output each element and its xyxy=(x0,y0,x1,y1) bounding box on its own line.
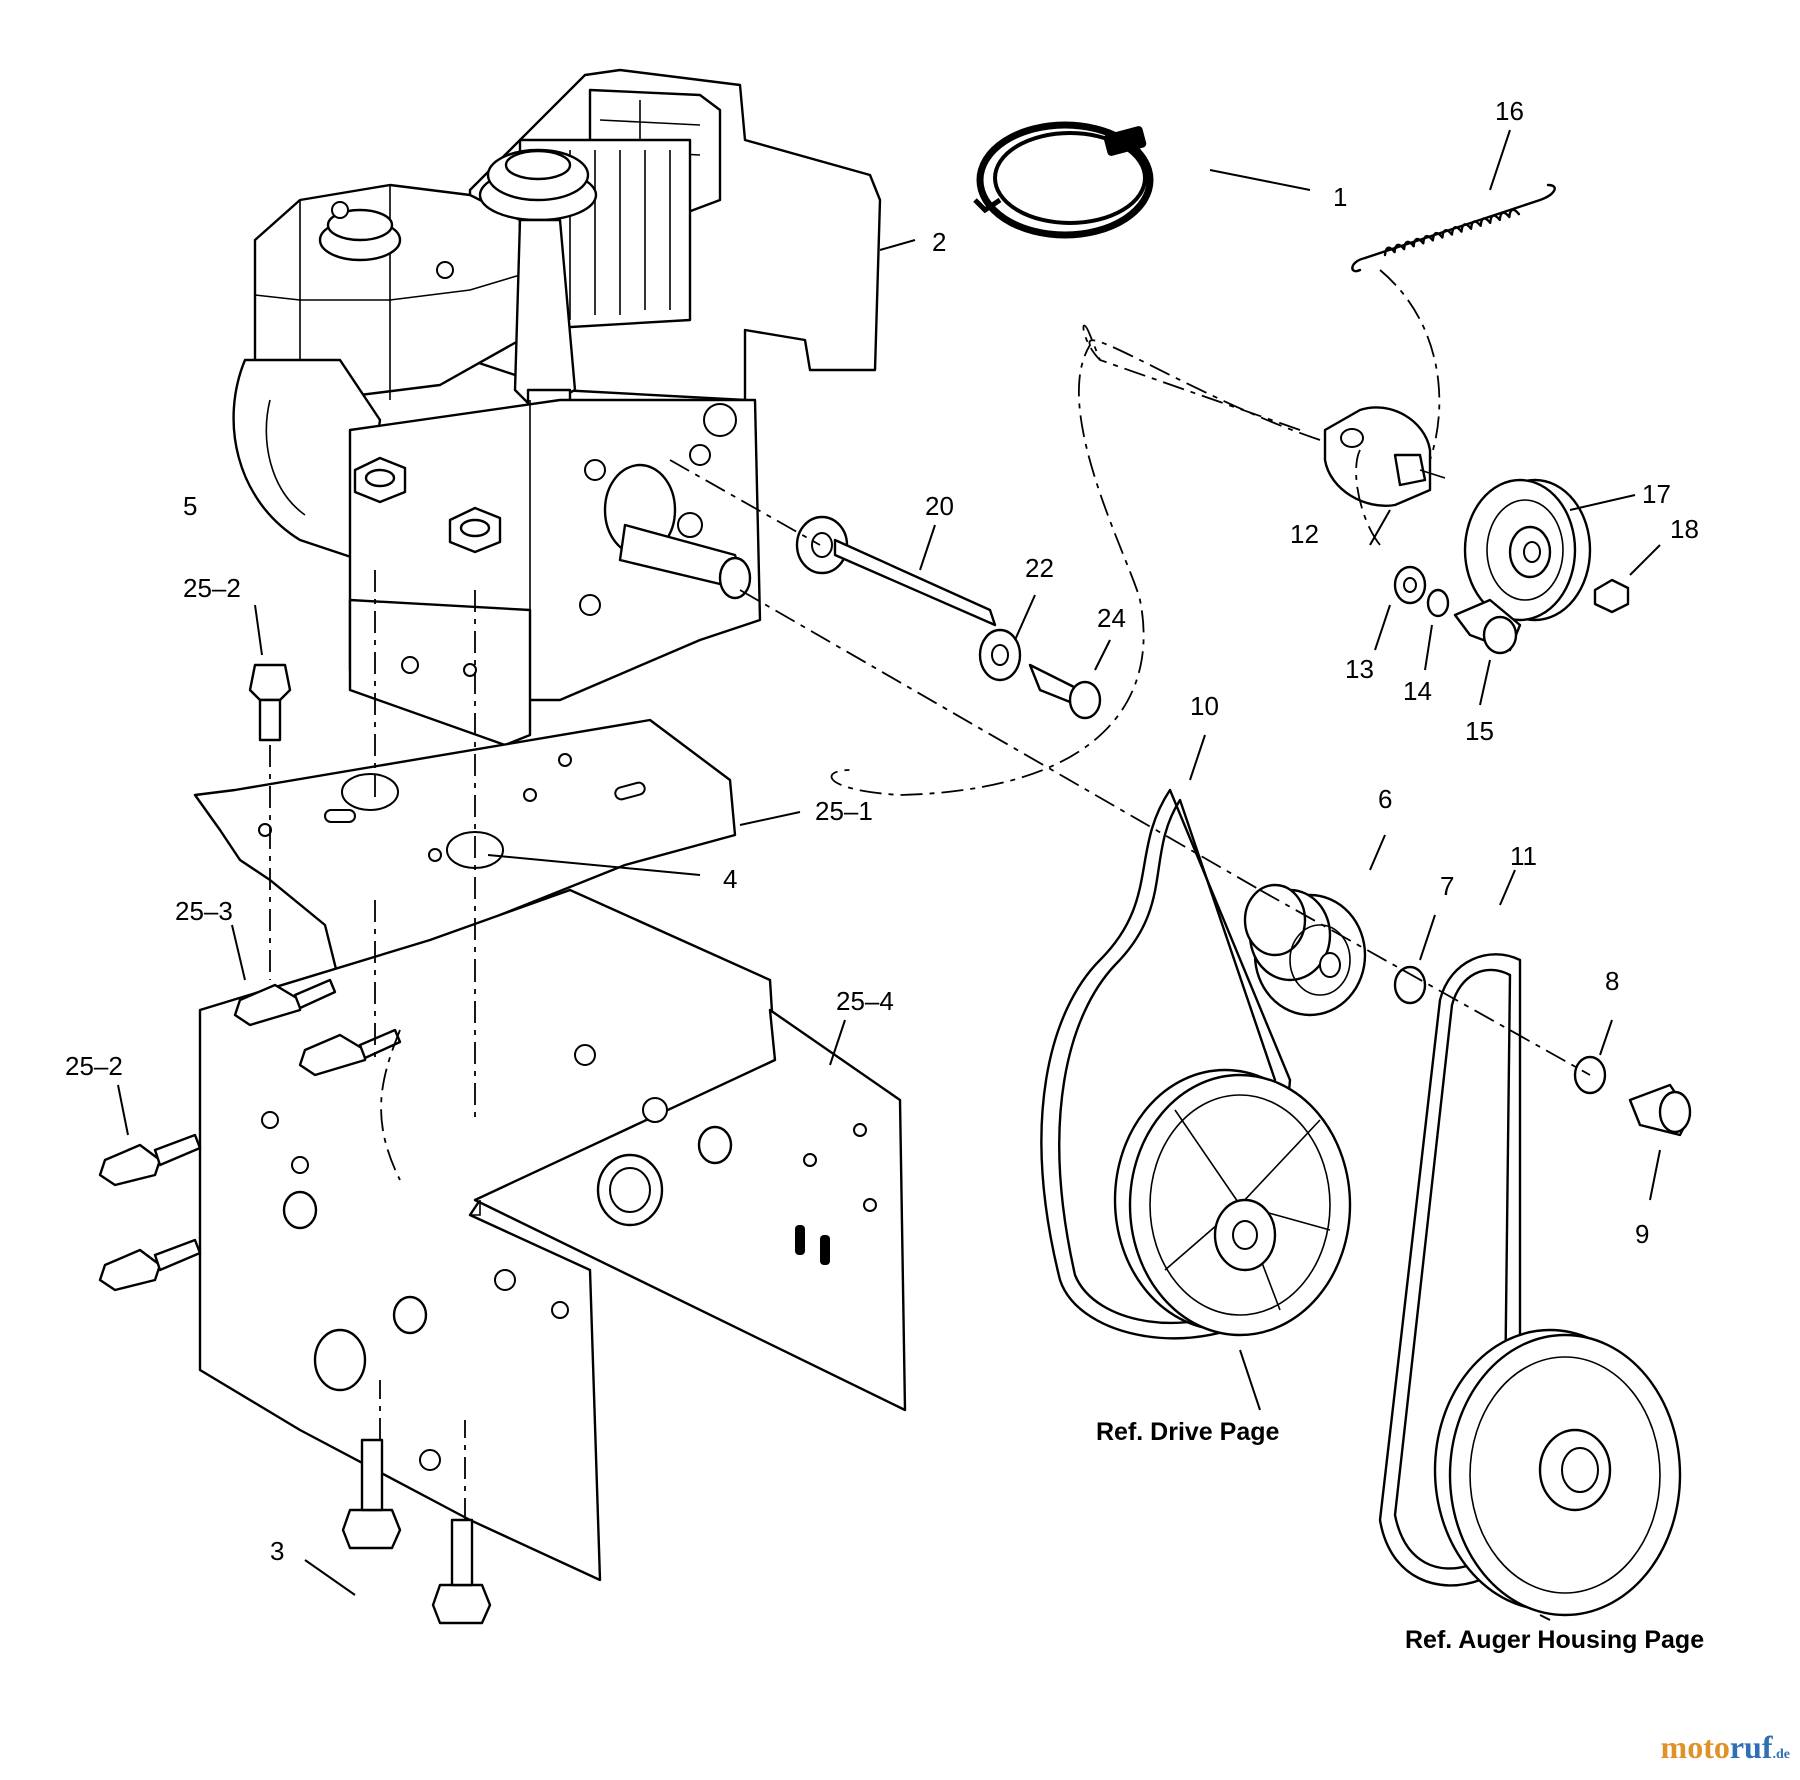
auger-belt xyxy=(1378,869,1682,1621)
callout-6: 6 xyxy=(1378,784,1392,814)
watermark-part1: moto xyxy=(1660,1729,1730,1765)
engine-nut xyxy=(353,456,407,504)
callout-25-1: 25–1 xyxy=(815,796,873,826)
callout-7: 7 xyxy=(1440,871,1454,901)
callout-5: 5 xyxy=(183,491,197,521)
callout-3: 3 xyxy=(270,1536,284,1566)
callout-2: 2 xyxy=(932,227,946,257)
watermark-part2: ruf xyxy=(1729,1729,1773,1765)
callout-18: 18 xyxy=(1670,514,1699,544)
callout-4: 4 xyxy=(723,864,737,894)
callouts: 1 2 3 4 5 6 7 8 9 10 11 12 13 14 15 16 1… xyxy=(65,96,1699,1566)
callout-22: 22 xyxy=(1025,553,1054,583)
engine-assembly xyxy=(232,68,916,747)
starter-cord xyxy=(973,121,1311,239)
callout-13: 13 xyxy=(1345,654,1374,684)
callout-25-2-left: 25–2 xyxy=(65,1051,123,1081)
callout-9: 9 xyxy=(1635,1219,1649,1249)
callout-16: 16 xyxy=(1495,96,1524,126)
callout-8: 8 xyxy=(1605,966,1619,996)
callout-25-3: 25–3 xyxy=(175,896,233,926)
callout-25-4: 25–4 xyxy=(836,986,894,1016)
engine-nut xyxy=(448,506,502,554)
callout-17: 17 xyxy=(1642,479,1671,509)
callout-14: 14 xyxy=(1403,676,1432,706)
ref-auger-housing-page: Ref. Auger Housing Page xyxy=(1405,1626,1704,1654)
callout-11: 11 xyxy=(1510,841,1537,871)
callout-12: 12 xyxy=(1290,519,1319,549)
callout-24: 24 xyxy=(1097,603,1126,633)
engine-pulley xyxy=(1243,834,1692,1201)
watermark-logo: motoruf.de xyxy=(1661,1729,1790,1766)
callout-10: 10 xyxy=(1190,691,1219,721)
ref-drive-page: Ref. Drive Page xyxy=(1096,1418,1280,1446)
spring xyxy=(1351,129,1556,273)
callout-1: 1 xyxy=(1333,182,1347,212)
assembly-lines xyxy=(269,269,1591,1520)
drive-belt xyxy=(1040,734,1352,1411)
watermark-suffix: .de xyxy=(1772,1747,1791,1762)
callout-15: 15 xyxy=(1465,716,1494,746)
callout-20: 20 xyxy=(925,491,954,521)
loose-hardware xyxy=(795,515,1111,720)
frame-bolts xyxy=(98,604,492,1625)
callout-25-2-top: 25–2 xyxy=(183,573,241,603)
idler-assembly xyxy=(1323,406,1661,706)
